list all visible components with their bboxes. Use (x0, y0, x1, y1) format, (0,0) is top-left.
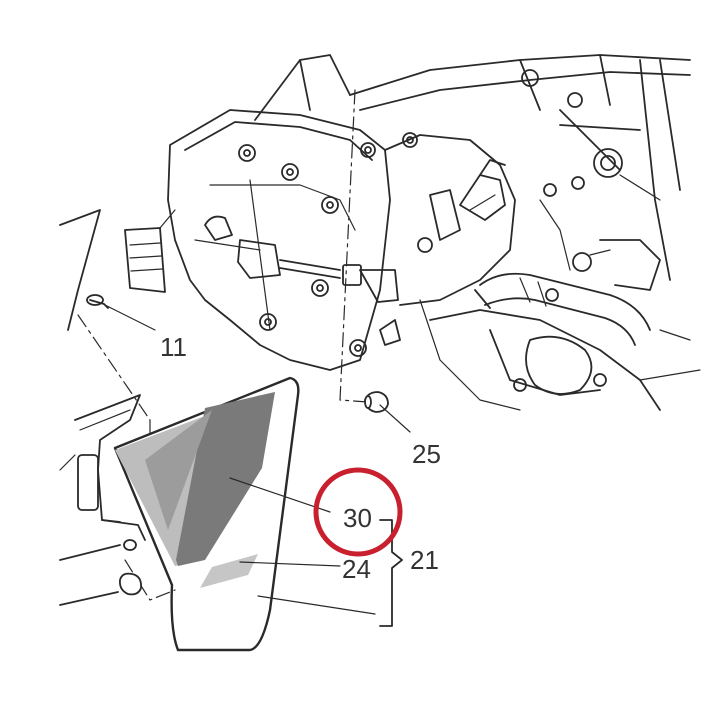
bracket-21 (379, 519, 403, 627)
mounting-bracket (59, 209, 146, 606)
guide-line-25 (339, 89, 369, 403)
callout-25: 25 (412, 439, 441, 469)
side-fairing-panel (113, 376, 300, 652)
highlight-circle (313, 467, 403, 557)
callout-11: 11 (160, 332, 187, 362)
screw-lower (123, 539, 137, 551)
grommet-lower (119, 572, 142, 596)
panel-mid-band (145, 410, 212, 530)
leader-21 (257, 595, 376, 615)
callout-30: 30 (343, 503, 372, 533)
panel-outline (113, 376, 300, 652)
engine-assembly (124, 54, 701, 411)
sticker-24 (200, 554, 258, 588)
leader-24 (239, 561, 341, 567)
leader-25 (379, 404, 411, 433)
assembly-guide-lines (77, 89, 369, 601)
guide-line-lower (124, 559, 176, 601)
leader-11 (104, 304, 156, 331)
leader-30 (229, 477, 331, 513)
callout-21: 21 (410, 545, 439, 575)
guide-line-11 (77, 314, 151, 421)
screw-11 (86, 294, 109, 309)
leader-lines (104, 304, 411, 615)
callout-24: 24 (342, 554, 371, 584)
